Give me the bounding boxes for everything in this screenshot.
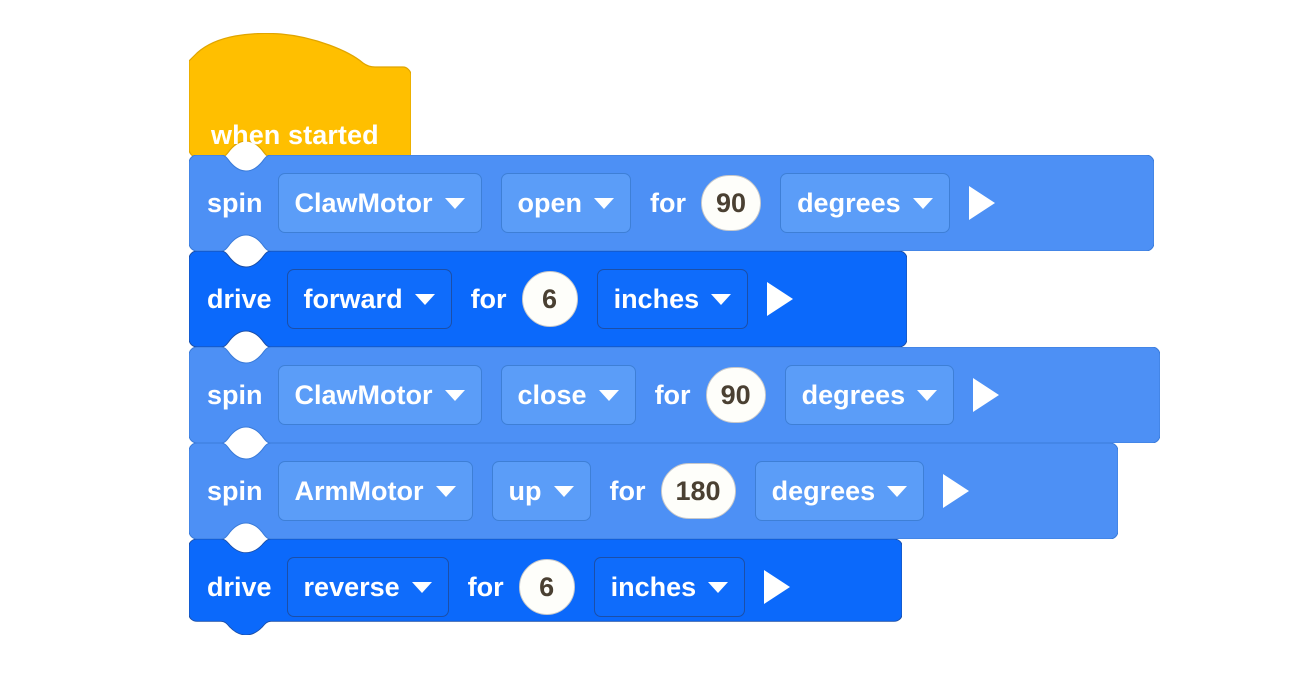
block-spin-armmotor-up[interactable]: spin ArmMotor up for 180 degrees [189, 443, 1118, 539]
spin-keyword: spin [207, 187, 263, 218]
unit-dropdown-label: inches [613, 283, 700, 314]
play-icon[interactable] [764, 570, 791, 604]
unit-dropdown-inches[interactable]: inches [593, 557, 746, 617]
unit-dropdown-degrees[interactable]: degrees [784, 365, 955, 425]
chevron-down-icon [711, 293, 732, 305]
motor-dropdown-clawmotor[interactable]: ClawMotor [277, 173, 482, 233]
play-icon[interactable] [767, 282, 794, 316]
unit-dropdown-label: degrees [797, 187, 901, 218]
amount-input[interactable]: 90 [701, 175, 762, 231]
unit-dropdown-inches[interactable]: inches [596, 269, 749, 329]
for-label: for [609, 475, 646, 506]
direction-dropdown-label: reverse [303, 571, 400, 602]
for-label: for [467, 571, 504, 602]
motor-dropdown-label: ClawMotor [294, 187, 433, 218]
direction-dropdown-open[interactable]: open [500, 173, 632, 233]
motor-dropdown-armmotor[interactable]: ArmMotor [277, 461, 473, 521]
chevron-down-icon [912, 197, 933, 209]
block-when-started[interactable]: when started [189, 33, 411, 157]
direction-dropdown-forward[interactable]: forward [286, 269, 452, 329]
for-label: for [654, 379, 691, 410]
motor-dropdown-clawmotor[interactable]: ClawMotor [277, 365, 482, 425]
play-icon[interactable] [973, 378, 1000, 412]
direction-dropdown-label: forward [303, 283, 403, 314]
chevron-down-icon [708, 581, 729, 593]
for-label: for [470, 283, 507, 314]
chevron-down-icon [444, 197, 465, 209]
unit-dropdown-degrees[interactable]: degrees [780, 173, 950, 233]
motor-dropdown-label: ArmMotor [294, 475, 424, 506]
direction-dropdown-reverse[interactable]: reverse [286, 557, 449, 617]
direction-dropdown-label: close [517, 379, 587, 410]
chevron-down-icon [594, 197, 615, 209]
block-drive-forward[interactable]: drive forward for 6 inches [189, 251, 907, 347]
chevron-down-icon [435, 485, 456, 497]
chevron-down-icon [598, 389, 619, 401]
block-spin-clawmotor-close[interactable]: spin ClawMotor close for 90 degrees [189, 347, 1160, 443]
direction-dropdown-close[interactable]: close [500, 365, 636, 425]
when-started-label: when started [211, 120, 379, 150]
motor-dropdown-label: ClawMotor [294, 379, 433, 410]
amount-input[interactable]: 6 [521, 271, 578, 327]
chevron-down-icon [414, 293, 435, 305]
drive-keyword: drive [207, 571, 272, 602]
play-icon[interactable] [968, 186, 995, 220]
spin-keyword: spin [207, 379, 263, 410]
chevron-down-icon [411, 581, 432, 593]
unit-dropdown-label: degrees [801, 379, 906, 410]
chevron-down-icon [553, 485, 574, 497]
unit-dropdown-degrees[interactable]: degrees [754, 461, 925, 521]
direction-dropdown-up[interactable]: up [491, 461, 591, 521]
play-icon[interactable] [943, 474, 970, 508]
unit-dropdown-label: degrees [771, 475, 876, 506]
for-label: for [650, 187, 687, 218]
amount-input[interactable]: 90 [705, 367, 766, 423]
chevron-down-icon [444, 389, 465, 401]
drive-keyword: drive [207, 283, 272, 314]
direction-dropdown-label: up [508, 475, 542, 506]
block-spin-clawmotor-open[interactable]: spin ClawMotor open for 90 degrees [189, 155, 1154, 251]
chevron-down-icon [917, 389, 938, 401]
block-drive-reverse[interactable]: drive reverse for 6 inches [189, 539, 902, 635]
direction-dropdown-label: open [517, 187, 583, 218]
chevron-down-icon [887, 485, 908, 497]
amount-input[interactable]: 180 [660, 463, 736, 519]
spin-keyword: spin [207, 475, 263, 506]
amount-input[interactable]: 6 [518, 559, 575, 615]
unit-dropdown-label: inches [610, 571, 697, 602]
